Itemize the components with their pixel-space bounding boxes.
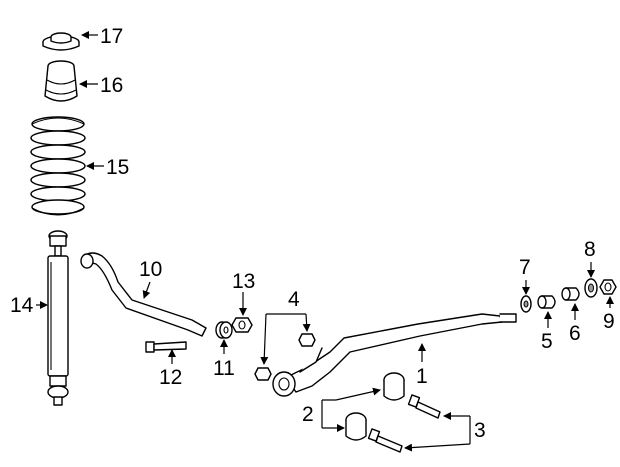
bushing-part xyxy=(537,295,556,309)
shock-absorber-part xyxy=(47,230,69,406)
bushing-part xyxy=(345,372,405,441)
callout-10: 10 xyxy=(139,258,162,281)
nut-part xyxy=(254,333,316,381)
nut-part xyxy=(599,279,617,295)
callout-2: 2 xyxy=(302,403,314,426)
callout-16: 16 xyxy=(100,74,123,97)
callout-4: 4 xyxy=(288,288,300,311)
washer-part xyxy=(584,278,598,298)
bolt-part xyxy=(367,394,441,453)
callout-1: 1 xyxy=(416,365,428,388)
spring-insulator-part xyxy=(42,32,80,51)
coil-spring-part xyxy=(30,116,86,216)
callout-6: 6 xyxy=(569,322,581,345)
callout-8: 8 xyxy=(584,238,596,261)
bushing-part xyxy=(215,321,233,339)
callout-15: 15 xyxy=(106,156,129,179)
jounce-bumper-part xyxy=(44,60,78,102)
callout-11: 11 xyxy=(213,357,235,380)
callout-13: 13 xyxy=(232,270,255,293)
callout-17: 17 xyxy=(100,25,123,48)
bushing-part xyxy=(561,287,580,301)
control-arm-part xyxy=(272,313,517,397)
washer-part xyxy=(520,295,532,313)
callout-12: 12 xyxy=(159,366,182,389)
bolt-part xyxy=(145,341,187,353)
nut-part xyxy=(231,317,253,333)
callout-9: 9 xyxy=(603,310,615,333)
stabilizer-bar-part xyxy=(80,252,207,337)
callout-5: 5 xyxy=(541,330,553,353)
callout-7: 7 xyxy=(519,256,531,279)
callout-3: 3 xyxy=(474,419,486,442)
callout-14: 14 xyxy=(10,294,34,317)
leader-lines xyxy=(36,31,614,452)
